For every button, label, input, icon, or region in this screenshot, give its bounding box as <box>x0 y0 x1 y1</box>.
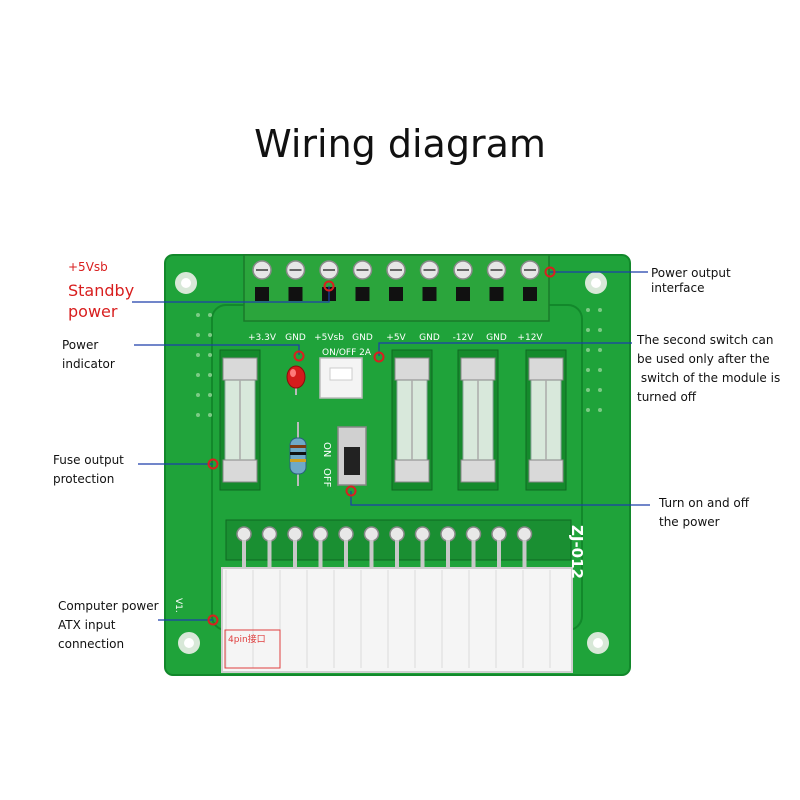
fuse <box>525 349 567 491</box>
version-label: V1. <box>173 598 183 613</box>
terminal-wire-slot <box>456 287 470 301</box>
terminal-wire-slot <box>523 287 537 301</box>
model-label: ZJ-012 <box>568 525 586 579</box>
second-switch-label-line-2: be used only after the <box>637 352 770 366</box>
mounting-hole <box>587 632 609 654</box>
terminal-label: -12V <box>453 333 475 343</box>
atx-pin <box>440 526 456 542</box>
atx-pin <box>516 526 533 542</box>
via-dots <box>196 308 602 417</box>
mounting-hole <box>178 632 200 654</box>
fuse-label-line-2: protection <box>53 472 115 486</box>
silk-on-off-text: ON/OFF 2A <box>322 348 372 358</box>
terminal-label: GND <box>285 333 306 343</box>
switch-on-label: ON <box>321 442 332 457</box>
atx-label-line-1: Computer power <box>58 599 159 613</box>
callout-dot <box>323 280 335 292</box>
atx-pin <box>338 526 354 542</box>
terminal-wire-slot <box>355 287 370 301</box>
atx-pin <box>236 526 252 542</box>
terminal-label: +5V <box>386 333 406 343</box>
callout-dot <box>544 266 556 278</box>
atx-pin <box>465 526 482 542</box>
fuse <box>391 349 433 491</box>
atx-ribs <box>225 570 551 668</box>
power-indicator-led <box>286 365 306 395</box>
power-slide-switch <box>337 426 367 486</box>
output-label-line-2: interface <box>651 281 705 295</box>
second-switch-label-line-4: turned off <box>637 390 697 404</box>
callout-dot <box>207 614 219 626</box>
turn-on-label-line-1: Turn on and off <box>659 496 750 510</box>
terminal-screws <box>252 260 540 301</box>
terminal-wire-slot <box>389 287 403 301</box>
resistor <box>289 422 307 486</box>
terminal-labels: +3.3V GND +5Vsb GND +5V GND -12V GND +12V <box>248 333 543 343</box>
terminal-label: +5Vsb <box>314 333 344 343</box>
power-indicator-label-line-1: Power <box>62 338 99 352</box>
terminal-wire-slot <box>422 287 437 301</box>
callout-dot <box>207 458 219 470</box>
terminal-label: GND <box>486 333 507 343</box>
fuse <box>219 349 261 491</box>
output-label-line-1: Power output <box>651 266 731 280</box>
atx-pin <box>312 526 329 542</box>
power-indicator-label-line-2: indicator <box>62 357 115 371</box>
mounting-hole <box>175 272 197 294</box>
mounting-holes <box>175 272 609 654</box>
standby-voltage-label: +5Vsb <box>68 260 108 274</box>
atx-label-line-2: ATX input <box>58 618 116 632</box>
switch-off-label: OFF <box>321 468 332 488</box>
terminal-wire-slot <box>288 287 303 301</box>
atx-pins <box>236 526 533 570</box>
atx-connector <box>221 519 573 673</box>
atx-pin <box>414 526 431 542</box>
terminal-label: +12V <box>517 333 543 343</box>
fuses <box>219 349 567 491</box>
atx-pin <box>363 526 380 542</box>
terminal-wire-slot <box>255 287 269 301</box>
atx-pin <box>287 526 303 542</box>
diagram-title: Wiring diagram <box>254 122 546 166</box>
callout-dot <box>373 351 385 363</box>
second-switch-label-line-3: switch of the module is <box>637 371 781 385</box>
terminal-wire-slot <box>489 287 504 301</box>
atx-label-line-3: connection <box>58 637 125 651</box>
fuse-label-line-1: Fuse output <box>53 453 124 467</box>
pin-label: 4pin接口 <box>228 633 266 645</box>
mounting-hole <box>585 272 607 294</box>
second-switch-label-line-1: The second switch can <box>637 333 774 347</box>
fuse <box>457 349 499 491</box>
atx-pin <box>389 526 405 542</box>
standby-title-line-1: Standby <box>68 281 135 300</box>
terminal-label: GND <box>419 333 440 343</box>
callout-dots <box>207 266 556 626</box>
terminal-label: +3.3V <box>248 333 277 343</box>
turn-on-label-line-2: the power <box>659 515 720 529</box>
terminal-label: GND <box>352 333 373 343</box>
atx-pin <box>261 526 278 542</box>
standby-title-line-2: power <box>68 302 118 321</box>
atx-pin <box>491 526 507 542</box>
callout-dot <box>345 485 357 497</box>
callout-dot <box>293 350 305 362</box>
